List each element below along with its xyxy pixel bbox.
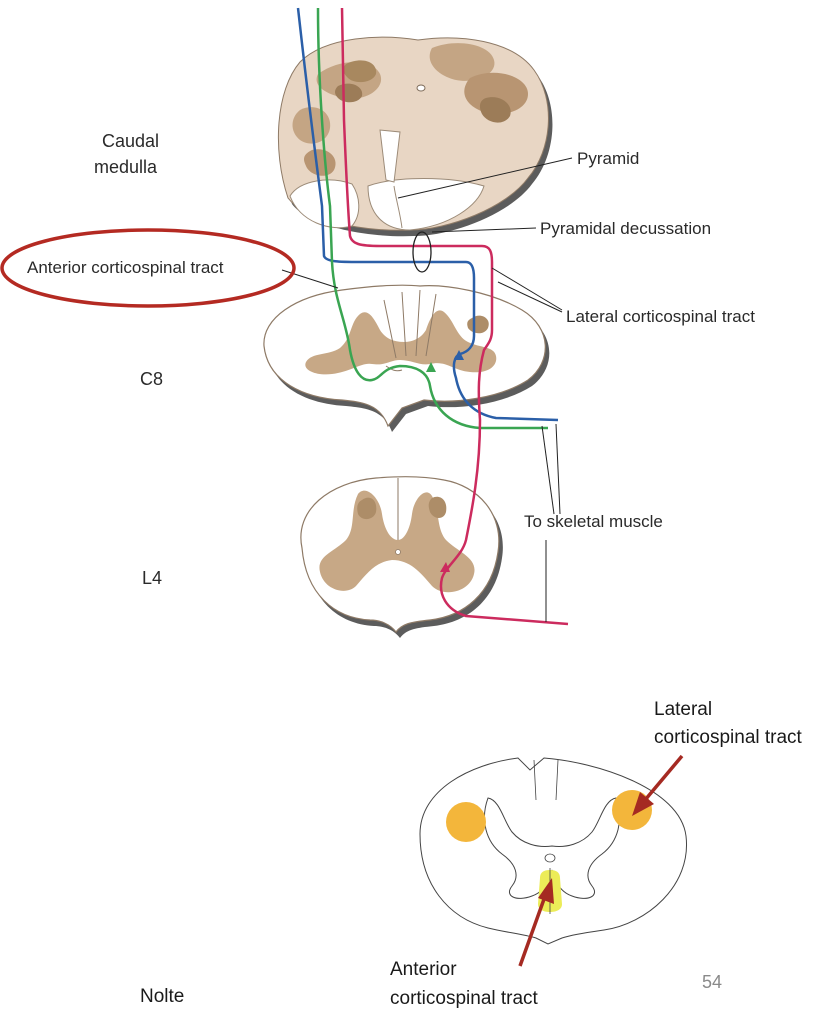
spinal-cord-schematic (419, 757, 687, 945)
lateral-arrow (632, 754, 684, 816)
skeletal-leader-1 (541, 425, 555, 515)
blue-tract-line (296, 7, 559, 422)
red-arrowhead (440, 562, 450, 572)
lower-lateral-label-1: Lateral (654, 699, 712, 720)
red-tract-line (340, 7, 569, 626)
anterior-corticospinal-label: Anterior corticospinal tract (27, 258, 224, 277)
lower-anterior-label-2: corticospinal tract (390, 988, 539, 1009)
right-lateral-tract (612, 790, 652, 830)
skeletal-leader-2 (555, 423, 561, 515)
c8-label: C8 (140, 369, 163, 389)
lateral-leader-1 (491, 267, 563, 311)
page-number: 54 (702, 972, 722, 992)
pyramidal-decussation-label: Pyramidal decussation (540, 219, 711, 238)
caudal-medulla-label-1: Caudal (102, 131, 159, 151)
anterior-highlight-circle (0, 228, 296, 308)
blue-arrowhead (454, 350, 464, 360)
l4-label: L4 (142, 568, 162, 588)
left-lateral-tract (446, 802, 486, 842)
lateral-leader-2 (497, 281, 563, 313)
l4-section (300, 476, 503, 638)
green-arrowhead (426, 362, 436, 372)
pyramid-leader (397, 157, 573, 199)
anterior-arrow (518, 878, 554, 967)
decussation-ellipse (412, 231, 432, 273)
c8-section (263, 284, 550, 432)
caudal-medulla-label-2: medulla (94, 157, 158, 177)
to-skeletal-muscle-label: To skeletal muscle (524, 512, 663, 531)
lateral-corticospinal-label: Lateral corticospinal tract (566, 307, 755, 326)
decussation-leader (431, 227, 537, 233)
green-tract-line (316, 7, 548, 430)
lower-anterior-label-1: Anterior (390, 959, 457, 980)
source-label: Nolte (140, 986, 184, 1007)
lower-lateral-label-2: corticospinal tract (654, 727, 803, 748)
pyramid-label: Pyramid (577, 149, 639, 168)
